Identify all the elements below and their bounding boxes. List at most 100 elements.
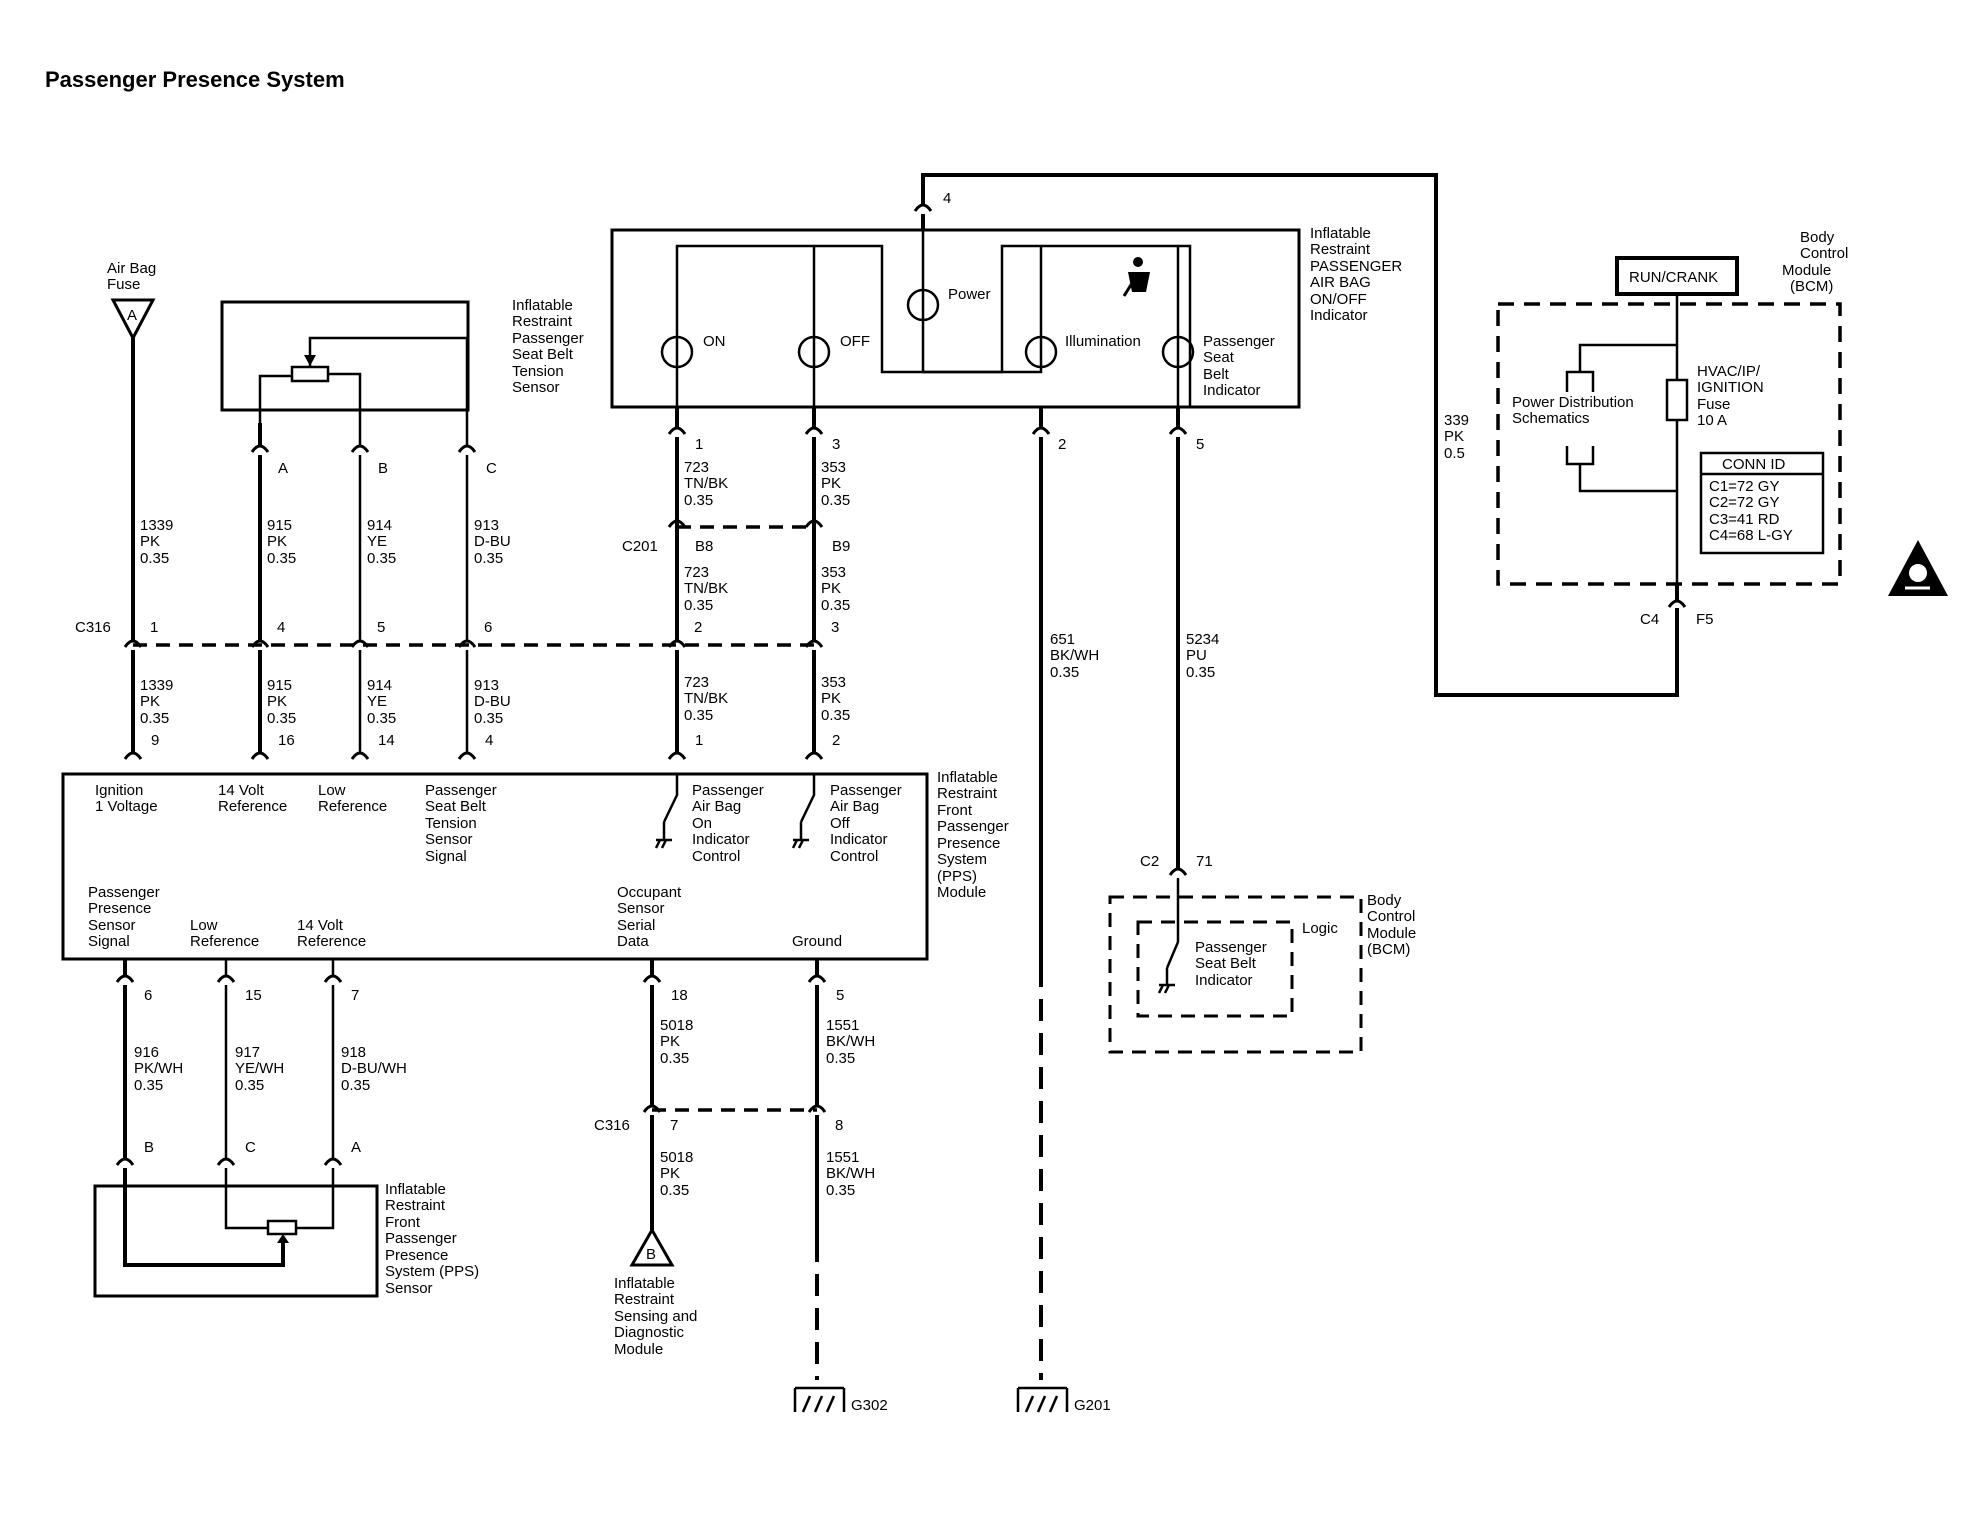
svg-text:Signal: Signal bbox=[425, 848, 467, 865]
svg-text:Low: Low bbox=[190, 917, 218, 934]
svg-text:0.35: 0.35 bbox=[367, 550, 396, 567]
svg-text:2: 2 bbox=[694, 619, 702, 636]
bcm-bottom: Passenger Seat Belt Indicator Logic Body… bbox=[1108, 878, 1416, 1054]
airbag-on-off-indicator: ON OFF Power Illumination Passenger Seat… bbox=[610, 222, 1402, 409]
svg-text:0.35: 0.35 bbox=[235, 1077, 264, 1094]
svg-text:0.35: 0.35 bbox=[341, 1077, 370, 1094]
svg-text:0.35: 0.35 bbox=[821, 492, 850, 509]
svg-text:(PPS): (PPS) bbox=[937, 868, 977, 885]
svg-text:BK/WH: BK/WH bbox=[1050, 647, 1099, 664]
lamp-illumination: Illumination bbox=[1065, 333, 1141, 350]
svg-text:10 A: 10 A bbox=[1697, 412, 1727, 429]
svg-text:0.35: 0.35 bbox=[660, 1050, 689, 1067]
svg-text:Indicator: Indicator bbox=[1203, 382, 1261, 399]
svg-text:1339: 1339 bbox=[140, 677, 173, 694]
svg-text:CONN ID: CONN ID bbox=[1722, 456, 1786, 473]
svg-text:0.35: 0.35 bbox=[826, 1182, 855, 1199]
svg-text:IGNITION: IGNITION bbox=[1697, 379, 1764, 396]
svg-text:353: 353 bbox=[821, 459, 846, 476]
svg-text:Restraint: Restraint bbox=[512, 313, 573, 330]
svg-text:Presence: Presence bbox=[937, 835, 1000, 852]
svg-text:B: B bbox=[144, 1139, 154, 1156]
svg-text:Belt: Belt bbox=[1203, 366, 1230, 383]
svg-text:Reference: Reference bbox=[318, 798, 387, 815]
svg-text:PK: PK bbox=[1444, 428, 1464, 445]
diagram-title: Passenger Presence System bbox=[45, 67, 345, 92]
svg-text:YE: YE bbox=[367, 533, 387, 550]
svg-text:Inflatable: Inflatable bbox=[614, 1275, 675, 1292]
svg-text:339: 339 bbox=[1444, 412, 1469, 429]
svg-text:B: B bbox=[646, 1246, 656, 1263]
svg-text:PK: PK bbox=[267, 693, 287, 710]
svg-text:Indicator: Indicator bbox=[692, 831, 750, 848]
svg-text:A: A bbox=[351, 1139, 361, 1156]
svg-text:Sensor: Sensor bbox=[617, 900, 665, 917]
svg-text:Inflatable: Inflatable bbox=[385, 1181, 446, 1198]
svg-text:18: 18 bbox=[671, 987, 688, 1004]
svg-text:Tension: Tension bbox=[425, 815, 477, 832]
svg-text:0.35: 0.35 bbox=[267, 710, 296, 727]
svg-text:1551: 1551 bbox=[826, 1017, 859, 1034]
pps-sensor: Inflatable Restraint Front Passenger Pre… bbox=[93, 1168, 479, 1298]
svg-text:Front: Front bbox=[385, 1214, 421, 1231]
svg-text:0.35: 0.35 bbox=[826, 1050, 855, 1067]
svg-text:Module: Module bbox=[937, 884, 986, 901]
svg-text:1339: 1339 bbox=[140, 517, 173, 534]
svg-text:16: 16 bbox=[278, 732, 295, 749]
svg-text:71: 71 bbox=[1196, 853, 1213, 870]
svg-text:916: 916 bbox=[134, 1044, 159, 1061]
svg-text:723: 723 bbox=[684, 459, 709, 476]
svg-text:C316: C316 bbox=[594, 1117, 630, 1134]
svg-text:Control: Control bbox=[830, 848, 878, 865]
svg-text:Fuse: Fuse bbox=[107, 276, 140, 293]
svg-text:5: 5 bbox=[836, 987, 844, 1004]
svg-text:8: 8 bbox=[835, 1117, 843, 1134]
seat-belt-icon bbox=[1122, 257, 1150, 297]
svg-text:Passenger: Passenger bbox=[830, 782, 902, 799]
svg-text:Indicator: Indicator bbox=[1195, 972, 1253, 989]
svg-text:723: 723 bbox=[684, 564, 709, 581]
svg-text:2: 2 bbox=[832, 732, 840, 749]
svg-text:Logic: Logic bbox=[1302, 920, 1338, 937]
svg-text:0.35: 0.35 bbox=[821, 597, 850, 614]
svg-text:0.35: 0.35 bbox=[267, 550, 296, 567]
svg-text:Signal: Signal bbox=[88, 933, 130, 950]
svg-text:Air Bag: Air Bag bbox=[830, 798, 879, 815]
svg-text:353: 353 bbox=[821, 674, 846, 691]
svg-text:YE: YE bbox=[367, 693, 387, 710]
svg-text:Occupant: Occupant bbox=[617, 884, 682, 901]
svg-text:YE/WH: YE/WH bbox=[235, 1060, 284, 1077]
svg-text:C201: C201 bbox=[622, 538, 658, 555]
svg-text:Seat: Seat bbox=[1203, 349, 1235, 366]
svg-text:Passenger: Passenger bbox=[385, 1230, 457, 1247]
svg-text:0.35: 0.35 bbox=[1050, 664, 1079, 681]
svg-text:0.35: 0.35 bbox=[367, 710, 396, 727]
svg-text:(BCM): (BCM) bbox=[1367, 941, 1410, 958]
svg-text:Serial: Serial bbox=[617, 917, 655, 934]
svg-text:Module: Module bbox=[1782, 262, 1831, 279]
svg-text:Body: Body bbox=[1367, 892, 1402, 909]
svg-text:Fuse: Fuse bbox=[1697, 396, 1730, 413]
svg-text:0.35: 0.35 bbox=[684, 597, 713, 614]
svg-text:C3=41 RD: C3=41 RD bbox=[1709, 511, 1780, 528]
svg-text:0.35: 0.35 bbox=[140, 550, 169, 567]
svg-text:Seat Belt: Seat Belt bbox=[425, 798, 487, 815]
svg-text:5: 5 bbox=[1196, 436, 1204, 453]
svg-text:Control: Control bbox=[1800, 245, 1848, 262]
svg-text:15: 15 bbox=[245, 987, 262, 1004]
svg-text:Sensor: Sensor bbox=[512, 379, 560, 396]
svg-text:Reference: Reference bbox=[218, 798, 287, 815]
lamp-on: ON bbox=[703, 333, 726, 350]
svg-text:Restraint: Restraint bbox=[937, 785, 998, 802]
sdm-module: B Inflatable Restraint Sensing and Diagn… bbox=[614, 1226, 697, 1358]
svg-text:C4: C4 bbox=[1640, 611, 1659, 628]
lamp-power: Power bbox=[948, 286, 991, 303]
svg-text:Schematics: Schematics bbox=[1512, 410, 1590, 427]
svg-text:Diagnostic: Diagnostic bbox=[614, 1324, 685, 1341]
svg-text:4: 4 bbox=[277, 619, 285, 636]
svg-text:Ground: Ground bbox=[792, 933, 842, 950]
svg-text:Sensor: Sensor bbox=[385, 1280, 433, 1297]
svg-text:PASSENGER: PASSENGER bbox=[1310, 258, 1402, 275]
svg-text:7: 7 bbox=[351, 987, 359, 1004]
